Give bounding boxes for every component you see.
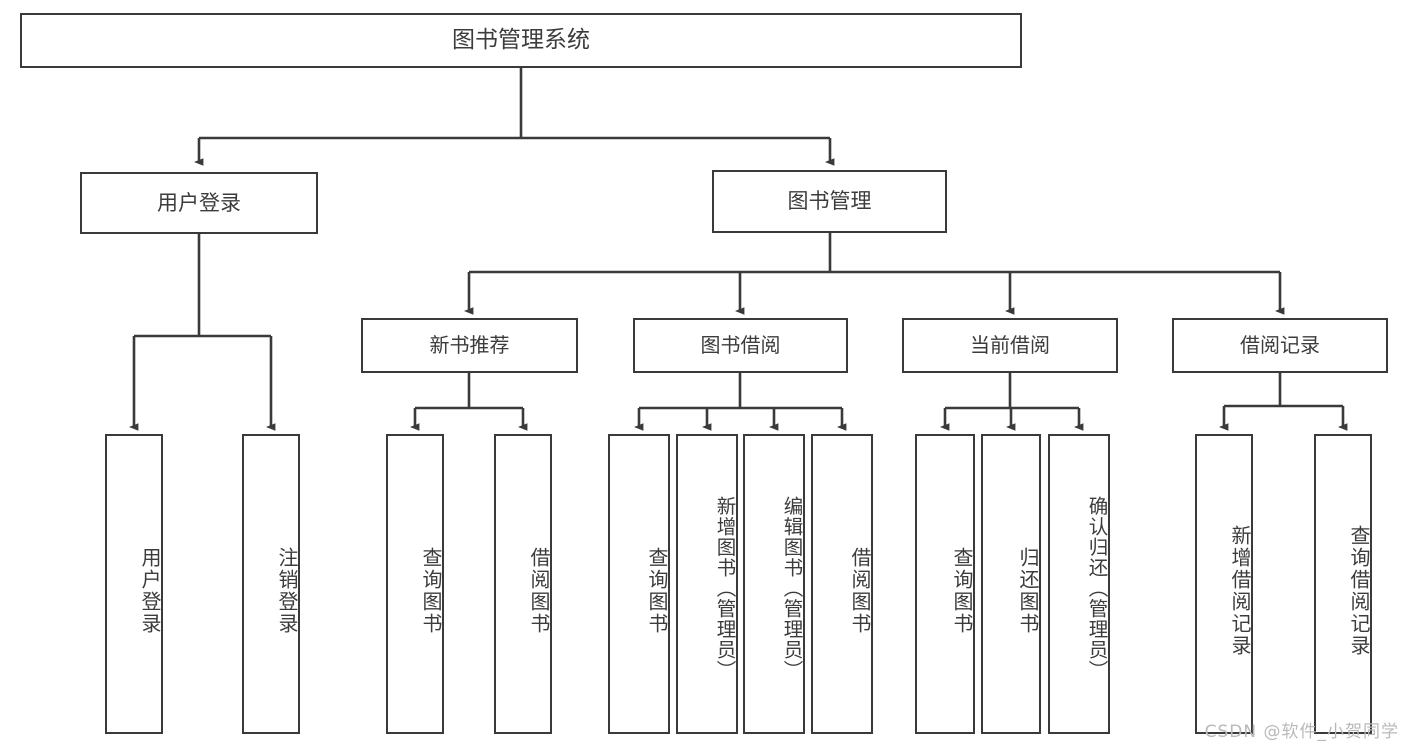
leaf-recommend-query-book[interactable]: 查询图书 xyxy=(386,434,444,734)
leaf-borrow-edit-book-admin[interactable]: 编辑图书（管理员） xyxy=(743,434,805,734)
leaf-record-query-borrow-record[interactable]: 查询借阅记录 xyxy=(1314,434,1372,734)
leaf-borrow-add-book-admin[interactable]: 新增图书（管理员） xyxy=(676,434,738,734)
leaf-current-return-book[interactable]: 归还图书 xyxy=(981,434,1041,734)
node-book-management[interactable]: 图书管理 xyxy=(712,170,947,233)
node-current-borrow[interactable]: 当前借阅 xyxy=(902,318,1118,373)
leaf-user-login-login[interactable]: 用户登录 xyxy=(105,434,163,734)
node-book-borrow[interactable]: 图书借阅 xyxy=(633,318,848,373)
node-root-system[interactable]: 图书管理系统 xyxy=(20,13,1022,68)
node-user-login[interactable]: 用户登录 xyxy=(80,172,318,234)
leaf-borrow-borrow-book[interactable]: 借阅图书 xyxy=(811,434,873,734)
csdn-watermark: CSDN @软件_小贺同学 xyxy=(1204,722,1399,742)
leaf-recommend-borrow-book[interactable]: 借阅图书 xyxy=(494,434,552,734)
leaf-current-confirm-return-admin[interactable]: 确认归还（管理员） xyxy=(1048,434,1110,734)
node-new-book-recommend[interactable]: 新书推荐 xyxy=(361,318,578,373)
node-borrow-record[interactable]: 借阅记录 xyxy=(1172,318,1388,373)
leaf-record-add-borrow-record[interactable]: 新增借阅记录 xyxy=(1195,434,1253,734)
leaf-current-query-book[interactable]: 查询图书 xyxy=(915,434,975,734)
leaf-borrow-query-book[interactable]: 查询图书 xyxy=(608,434,670,734)
leaf-user-login-logout[interactable]: 注销登录 xyxy=(242,434,300,734)
